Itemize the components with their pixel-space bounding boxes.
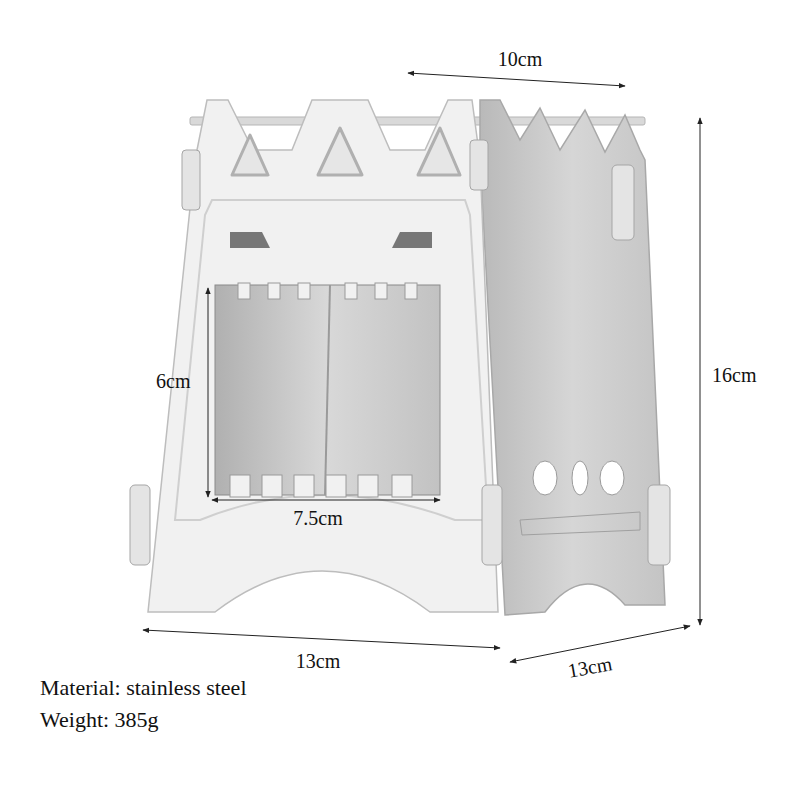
front-panel [148, 100, 498, 612]
spec-text: Material: stainless steel [40, 676, 247, 700]
hinge [130, 140, 670, 565]
crown-cutout [232, 135, 268, 175]
dimension-label: 16cm [712, 364, 756, 386]
dimension-label: 10cm [498, 48, 542, 70]
dimension-label: 6cm [156, 370, 190, 392]
air-hole [600, 461, 624, 495]
fuel-window [215, 285, 440, 495]
spec-text: Weight: 385g [40, 708, 159, 732]
side-emboss [520, 512, 640, 535]
side-panel [480, 100, 665, 615]
crown-cutout [418, 128, 460, 175]
dimension-line [143, 73, 700, 662]
front-emboss [175, 200, 488, 520]
air-hole [533, 461, 557, 495]
window-teeth [230, 283, 417, 497]
crown-cutout [318, 128, 362, 175]
dimension-label: 7.5cm [293, 507, 342, 529]
inner-divider [325, 285, 330, 495]
slot [392, 232, 432, 248]
dimension-label: 13cm [296, 650, 340, 672]
slot [230, 232, 270, 248]
dimension-label: 13cm [566, 652, 614, 681]
air-hole [572, 461, 588, 495]
